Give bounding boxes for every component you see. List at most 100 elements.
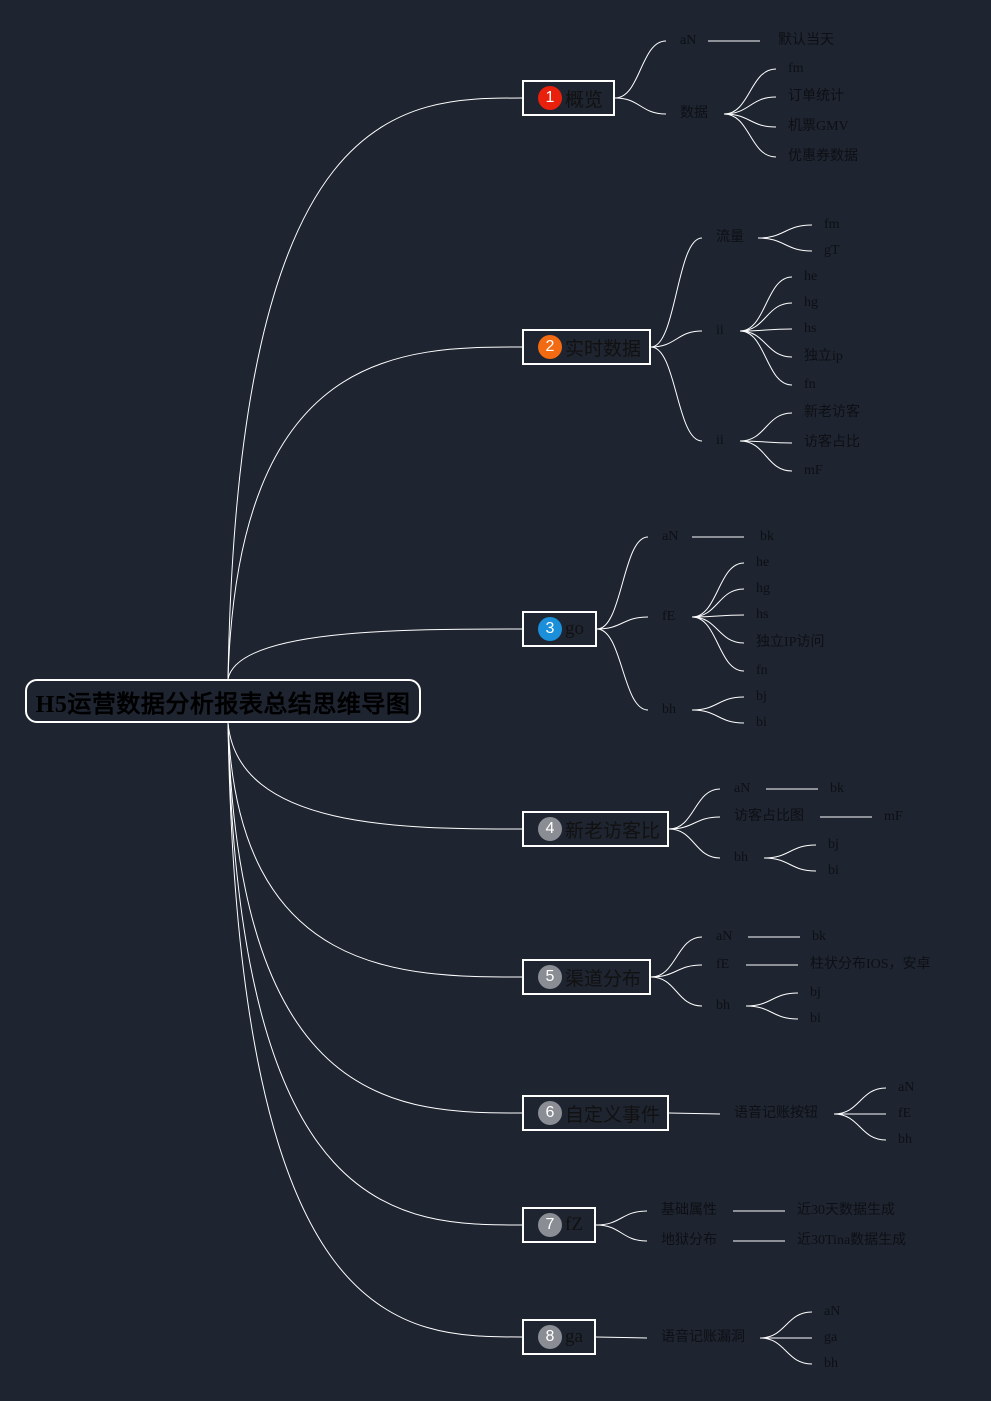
leaf-node[interactable]: bk bbox=[760, 529, 774, 544]
leaf-connector bbox=[739, 276, 793, 332]
leaf-node[interactable]: bi bbox=[810, 1011, 821, 1026]
leaf-connector bbox=[759, 1311, 813, 1339]
leaf-connector bbox=[739, 328, 793, 332]
root-branch-connector bbox=[227, 722, 523, 1226]
number-badge: 3 bbox=[538, 617, 562, 641]
branch-child-connector bbox=[668, 788, 721, 830]
leaf-node[interactable]: bk bbox=[830, 781, 844, 796]
leaf-connector bbox=[723, 96, 777, 115]
leaf-node[interactable]: mF bbox=[804, 463, 823, 478]
number-badge: 6 bbox=[538, 1101, 562, 1125]
branch-label: go bbox=[565, 618, 584, 639]
branch-child-connector bbox=[650, 936, 703, 978]
leaf-node[interactable]: 近30天数据生成 bbox=[797, 1203, 895, 1218]
subtopic-node[interactable]: ii bbox=[716, 433, 724, 448]
subtopic-node[interactable]: fE bbox=[662, 609, 676, 624]
leaf-node[interactable]: bk bbox=[812, 929, 826, 944]
leaf-node[interactable]: hg bbox=[756, 581, 770, 596]
subtopic-node[interactable]: 访客占比图 bbox=[734, 809, 804, 824]
branch-child-connector bbox=[596, 628, 649, 711]
root-node[interactable]: H5运营数据分析报表总结思维导图 bbox=[25, 679, 421, 723]
leaf-node[interactable]: 默认当天 bbox=[778, 33, 834, 48]
leaf-connector bbox=[763, 844, 817, 859]
subtopic-node[interactable]: aN bbox=[680, 33, 697, 48]
subtopic-node[interactable]: aN bbox=[662, 529, 679, 544]
branch-label: ga bbox=[565, 1326, 583, 1347]
leaf-node[interactable]: 柱状分布IOS，安卓 bbox=[810, 957, 931, 972]
subtopic-node[interactable]: 语音记账漏洞 bbox=[661, 1330, 745, 1345]
leaf-connector bbox=[691, 614, 745, 618]
branch-child-connector bbox=[650, 237, 703, 348]
leaf-node[interactable]: 优惠券数据 bbox=[788, 149, 858, 164]
leaf-node[interactable]: hs bbox=[804, 321, 817, 336]
leaf-node[interactable]: bi bbox=[756, 715, 767, 730]
leaf-node[interactable]: fm bbox=[788, 61, 804, 76]
branch-child-connector bbox=[668, 816, 721, 830]
leaf-connector bbox=[691, 562, 745, 618]
leaf-node[interactable]: bj bbox=[810, 985, 821, 1000]
leaf-connector bbox=[691, 616, 745, 672]
branch-child-connector bbox=[596, 536, 649, 630]
leaf-node[interactable]: 近30Tina数据生成 bbox=[797, 1233, 907, 1248]
leaf-node[interactable]: 机票GMV bbox=[788, 119, 849, 134]
leaf-node[interactable]: aN bbox=[824, 1304, 841, 1319]
leaf-connector bbox=[739, 302, 793, 332]
leaf-node[interactable]: fE bbox=[898, 1106, 912, 1121]
subtopic-node[interactable]: 基础属性 bbox=[661, 1203, 717, 1218]
leaf-node[interactable]: 订单统计 bbox=[788, 89, 844, 104]
leaf-node[interactable]: bh bbox=[898, 1132, 912, 1147]
leaf-node[interactable]: fn bbox=[756, 663, 768, 678]
root-branch-connector bbox=[227, 97, 523, 680]
leaf-node[interactable]: 独立IP访问 bbox=[756, 635, 825, 650]
subtopic-node[interactable]: ii bbox=[716, 323, 724, 338]
leaf-connector bbox=[723, 113, 777, 158]
branch-child-connector bbox=[596, 616, 649, 630]
leaf-node[interactable]: bj bbox=[756, 689, 767, 704]
leaf-node[interactable]: bh bbox=[824, 1356, 838, 1371]
root-branch-connector bbox=[227, 722, 523, 978]
subtopic-node[interactable]: 地狱分布 bbox=[661, 1233, 717, 1248]
subtopic-node[interactable]: bh bbox=[662, 702, 676, 717]
branch-child-connector bbox=[614, 40, 667, 99]
leaf-node[interactable]: 访客占比 bbox=[804, 435, 860, 450]
leaf-connector bbox=[833, 1113, 887, 1141]
leaf-node[interactable]: bi bbox=[828, 863, 839, 878]
subtopic-node[interactable]: aN bbox=[716, 929, 733, 944]
leaf-connector bbox=[833, 1087, 887, 1115]
branch-label: fZ bbox=[565, 1214, 583, 1235]
leaf-node[interactable]: he bbox=[804, 269, 818, 284]
leaf-node[interactable]: aN bbox=[898, 1080, 915, 1095]
leaf-node[interactable]: 独立ip bbox=[804, 349, 843, 364]
leaf-node[interactable]: gT bbox=[824, 243, 840, 258]
leaf-connector bbox=[723, 68, 777, 115]
subtopic-node[interactable]: 流量 bbox=[716, 230, 744, 245]
subtopic-node[interactable]: fE bbox=[716, 957, 730, 972]
root-branch-connector bbox=[227, 346, 523, 680]
subtopic-node[interactable]: aN bbox=[734, 781, 751, 796]
subtopic-node[interactable]: 数据 bbox=[680, 106, 708, 121]
leaf-node[interactable]: he bbox=[756, 555, 770, 570]
leaf-connector bbox=[745, 1005, 799, 1020]
leaf-node[interactable]: bj bbox=[828, 837, 839, 852]
leaf-node[interactable]: 新老访客 bbox=[804, 405, 860, 420]
subtopic-node[interactable]: 语音记账按钮 bbox=[734, 1106, 818, 1121]
subtopic-node[interactable]: bh bbox=[734, 850, 748, 865]
leaf-node[interactable]: fm bbox=[824, 217, 840, 232]
leaf-node[interactable]: ga bbox=[824, 1330, 838, 1345]
leaf-connector bbox=[759, 1337, 813, 1365]
leaf-node[interactable]: hs bbox=[756, 607, 769, 622]
number-badge: 5 bbox=[538, 965, 562, 989]
leaf-node[interactable]: fn bbox=[804, 377, 816, 392]
subtopic-node[interactable]: bh bbox=[716, 998, 730, 1013]
leaf-node[interactable]: hg bbox=[804, 295, 818, 310]
leaf-node[interactable]: mF bbox=[884, 809, 903, 824]
root-branch-connector bbox=[227, 722, 523, 1114]
